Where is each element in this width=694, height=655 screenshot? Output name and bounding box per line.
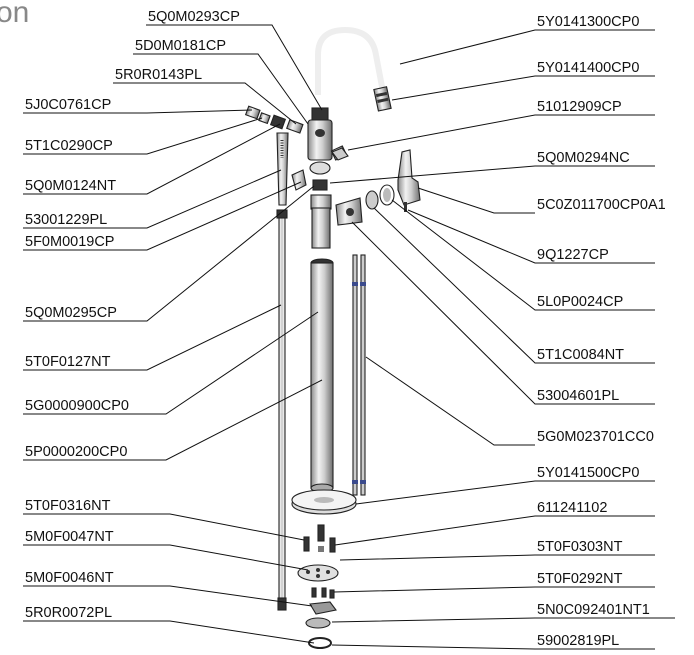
label-611241102: 611241102 — [537, 500, 607, 516]
main-column — [310, 258, 334, 493]
label-5R0R0072PL: 5R0R0072PL — [25, 605, 112, 621]
label-59002819PL: 59002819PL — [537, 633, 619, 649]
right-callouts: 5Y0141300CP0 5Y0141400CP0 51012909CP 5Q0… — [329, 14, 675, 650]
label-5Y0141400CP0: 5Y0141400CP0 — [537, 60, 639, 76]
fixing-hardware — [297, 524, 339, 649]
label-5Q0M0124NT: 5Q0M0124NT — [25, 178, 116, 194]
label-5D0M0181CP: 5D0M0181CP — [135, 38, 226, 54]
label-5R0R0143PL: 5R0R0143PL — [115, 67, 202, 83]
label-5L0P0024CP: 5L0P0024CP — [537, 294, 623, 310]
label-5T0F0292NT: 5T0F0292NT — [537, 571, 623, 587]
label-5T0F0316NT: 5T0F0316NT — [25, 498, 111, 514]
label-5G0M023701CC0: 5G0M023701CC0 — [537, 429, 654, 445]
label-5T0F0303NT: 5T0F0303NT — [537, 539, 623, 555]
label-5Q0M0295CP: 5Q0M0295CP — [25, 305, 117, 321]
label-5J0C0761CP: 5J0C0761CP — [25, 97, 111, 113]
label-53004601PL: 53004601PL — [537, 388, 619, 404]
spout-assembly — [307, 26, 421, 249]
label-5Y0141500CP0: 5Y0141500CP0 — [537, 465, 639, 481]
label-5P0000200CP0: 5P0000200CP0 — [25, 444, 127, 460]
label-53001229PL: 53001229PL — [25, 212, 107, 228]
left-callouts: 5Q0M0293CP 5D0M0181CP 5R0R0143PL 5J0C076… — [23, 9, 323, 644]
label-5Y0141300CP0: 5Y0141300CP0 — [537, 14, 639, 30]
label-5C0Z011700CP0A1: 5C0Z011700CP0A1 — [537, 197, 666, 213]
base-plate — [291, 489, 357, 515]
label-5G0000900CP0: 5G0000900CP0 — [25, 398, 129, 414]
label-5T1C0084NT: 5T1C0084NT — [537, 347, 624, 363]
header-fragment: on — [0, 0, 29, 29]
label-5Q0M0293CP: 5Q0M0293CP — [148, 9, 240, 25]
tie-rods — [352, 254, 366, 496]
label-5T1C0290CP: 5T1C0290CP — [25, 138, 113, 154]
label-5T0F0127NT: 5T0F0127NT — [25, 354, 111, 370]
label-51012909CP: 51012909CP — [537, 99, 622, 115]
label-5M0F0047NT: 5M0F0047NT — [25, 529, 114, 545]
label-5M0F0046NT: 5M0F0046NT — [25, 570, 114, 586]
label-5Q0M0294NC: 5Q0M0294NC — [537, 150, 630, 166]
label-5F0M0019CP: 5F0M0019CP — [25, 234, 114, 250]
label-9Q1227CP: 9Q1227CP — [537, 247, 609, 263]
label-5N0C092401NT1: 5N0C092401NT1 — [537, 602, 650, 618]
